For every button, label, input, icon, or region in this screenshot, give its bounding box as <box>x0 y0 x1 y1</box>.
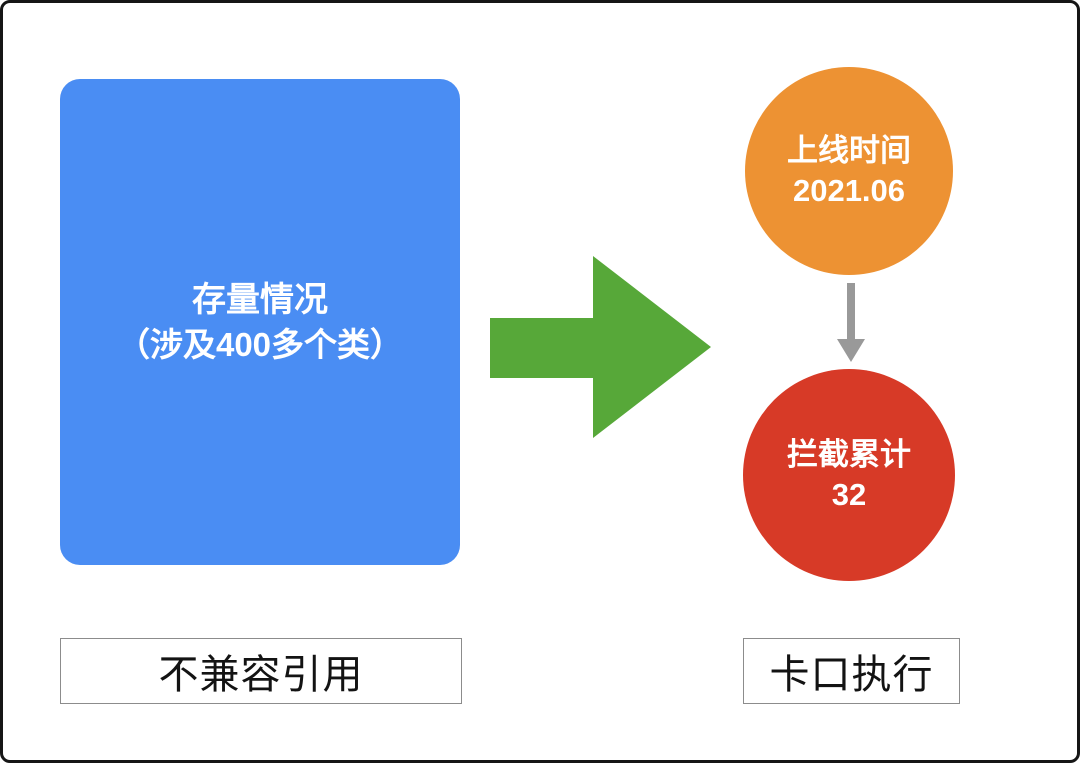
right-arrow-icon <box>490 256 711 438</box>
caption-gate-execution: 卡口执行 <box>743 638 960 704</box>
stock-status-box: 存量情况 （涉及400多个类） <box>60 79 460 565</box>
down-arrow-icon <box>837 283 865 362</box>
caption-incompatible-references: 不兼容引用 <box>60 638 462 704</box>
stock-status-title: 存量情况 <box>192 281 328 319</box>
intercept-total-value: 32 <box>831 477 867 512</box>
stock-status-subtitle: （涉及400多个类） <box>116 326 404 363</box>
intercept-total-label: 拦截累计 <box>787 437 911 472</box>
down-arrow-stem <box>847 283 855 341</box>
intercept-total-circle: 拦截累计 32 <box>743 369 955 581</box>
launch-time-circle: 上线时间 2021.06 <box>745 67 953 275</box>
right-arrow-shape <box>490 256 711 438</box>
down-arrow-head <box>837 339 865 362</box>
launch-time-value: 2021.06 <box>792 173 906 208</box>
launch-time-label: 上线时间 <box>787 133 911 168</box>
